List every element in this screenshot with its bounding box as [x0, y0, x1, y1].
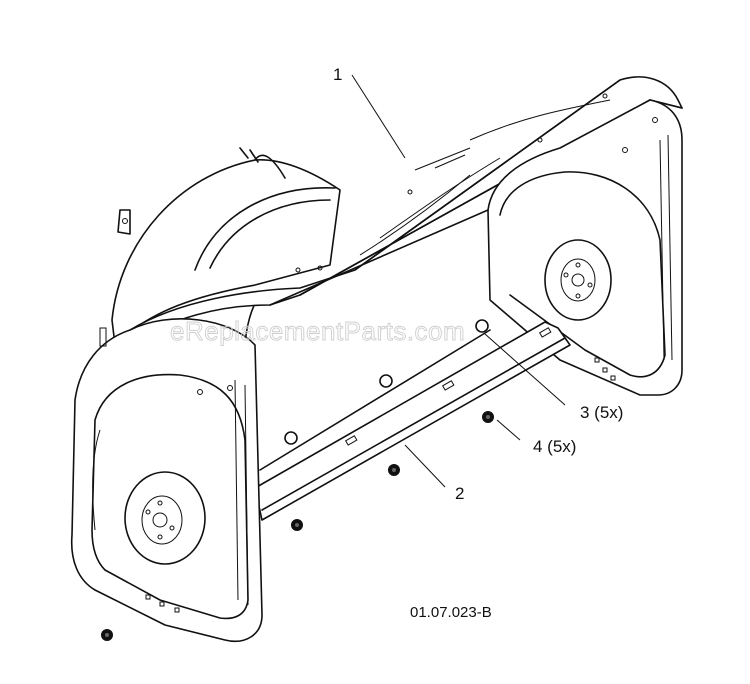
- callout-1: 1: [333, 65, 342, 84]
- drawing-code: 01.07.023-B: [410, 604, 492, 621]
- nuts: [101, 411, 494, 641]
- right-side-plate: [487, 99, 683, 396]
- right-hub: [544, 239, 612, 321]
- hole-bolt: [284, 319, 489, 445]
- callout-2: 2: [455, 484, 464, 503]
- scraper-bar: [254, 321, 571, 521]
- leader-lines: [351, 74, 566, 488]
- left-side-plate: [70, 318, 263, 642]
- back-plate: [259, 209, 491, 471]
- callout-4: 4 (5x): [533, 437, 576, 456]
- watermark: eReplacementParts.com: [170, 316, 465, 346]
- callout-3: 3 (5x): [580, 403, 623, 422]
- left-hub: [124, 471, 206, 565]
